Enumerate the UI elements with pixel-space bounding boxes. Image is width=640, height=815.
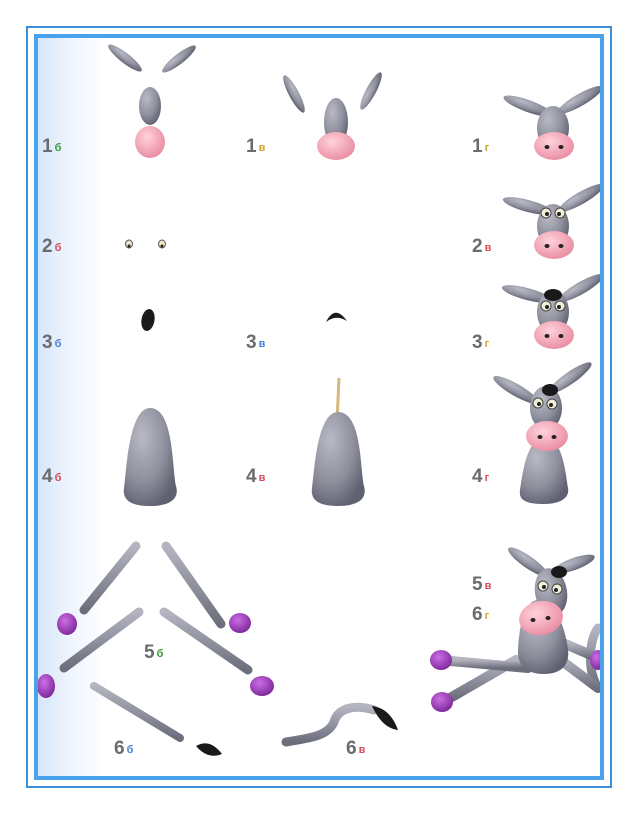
step-6v-tail bbox=[281, 702, 398, 747]
step-2v-head bbox=[502, 184, 600, 259]
step-3g-head bbox=[501, 274, 600, 349]
step-3v-forelock bbox=[326, 312, 347, 322]
step-2b-eyes bbox=[125, 239, 166, 249]
step-6b-tail bbox=[90, 682, 222, 756]
step-3b-forelock bbox=[141, 309, 155, 331]
step-1v-pieces bbox=[283, 72, 382, 160]
step-4g-assembly bbox=[493, 362, 592, 504]
step-1g-head bbox=[503, 86, 600, 160]
step-4b-body bbox=[123, 408, 177, 506]
step-1b-pieces bbox=[108, 44, 196, 158]
step-5v-6g-donkey bbox=[430, 547, 600, 712]
clay-donkey-illustration bbox=[38, 44, 600, 756]
step-5b-legs bbox=[38, 541, 274, 698]
step-4v-body bbox=[311, 377, 365, 506]
